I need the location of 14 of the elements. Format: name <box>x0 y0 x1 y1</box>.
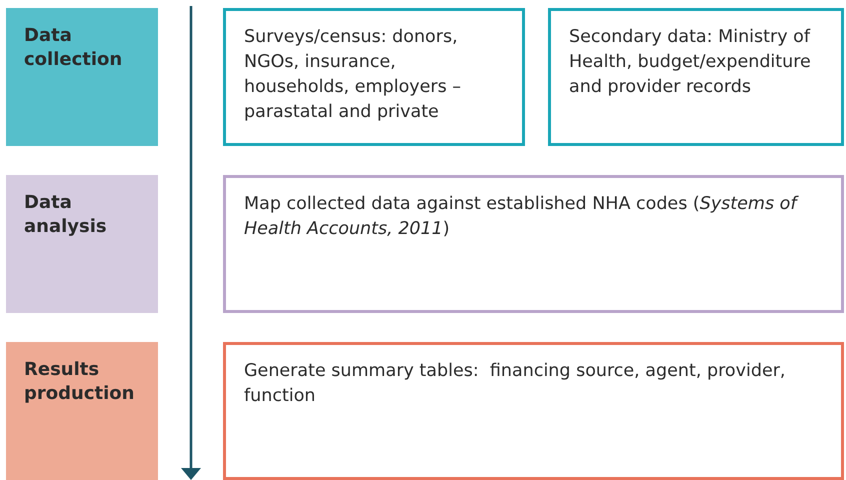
stage-box <box>6 175 158 313</box>
stage-title: Data collection <box>24 24 124 72</box>
stage-box <box>6 8 158 146</box>
stage-title: Results production <box>24 358 136 406</box>
box-text: Generate summary tables: financing source, agent, provider, function <box>244 360 786 408</box>
process-box <box>223 175 844 313</box>
process-box <box>223 8 525 146</box>
box-text: Map collected data against established NHA codes (Systems of Health Accounts, 2011) <box>244 193 800 241</box>
box-text: Surveys/census: donors, NGOs, insurance, households, employers – parastatal and private <box>244 26 462 124</box>
stage-title: Data analysis <box>24 191 108 239</box>
stage-box <box>6 342 158 480</box>
process-box <box>548 8 844 146</box>
process-box <box>223 342 844 480</box>
box-text: Secondary data: Ministry of Health, budget/expenditure and provider records <box>569 26 812 99</box>
